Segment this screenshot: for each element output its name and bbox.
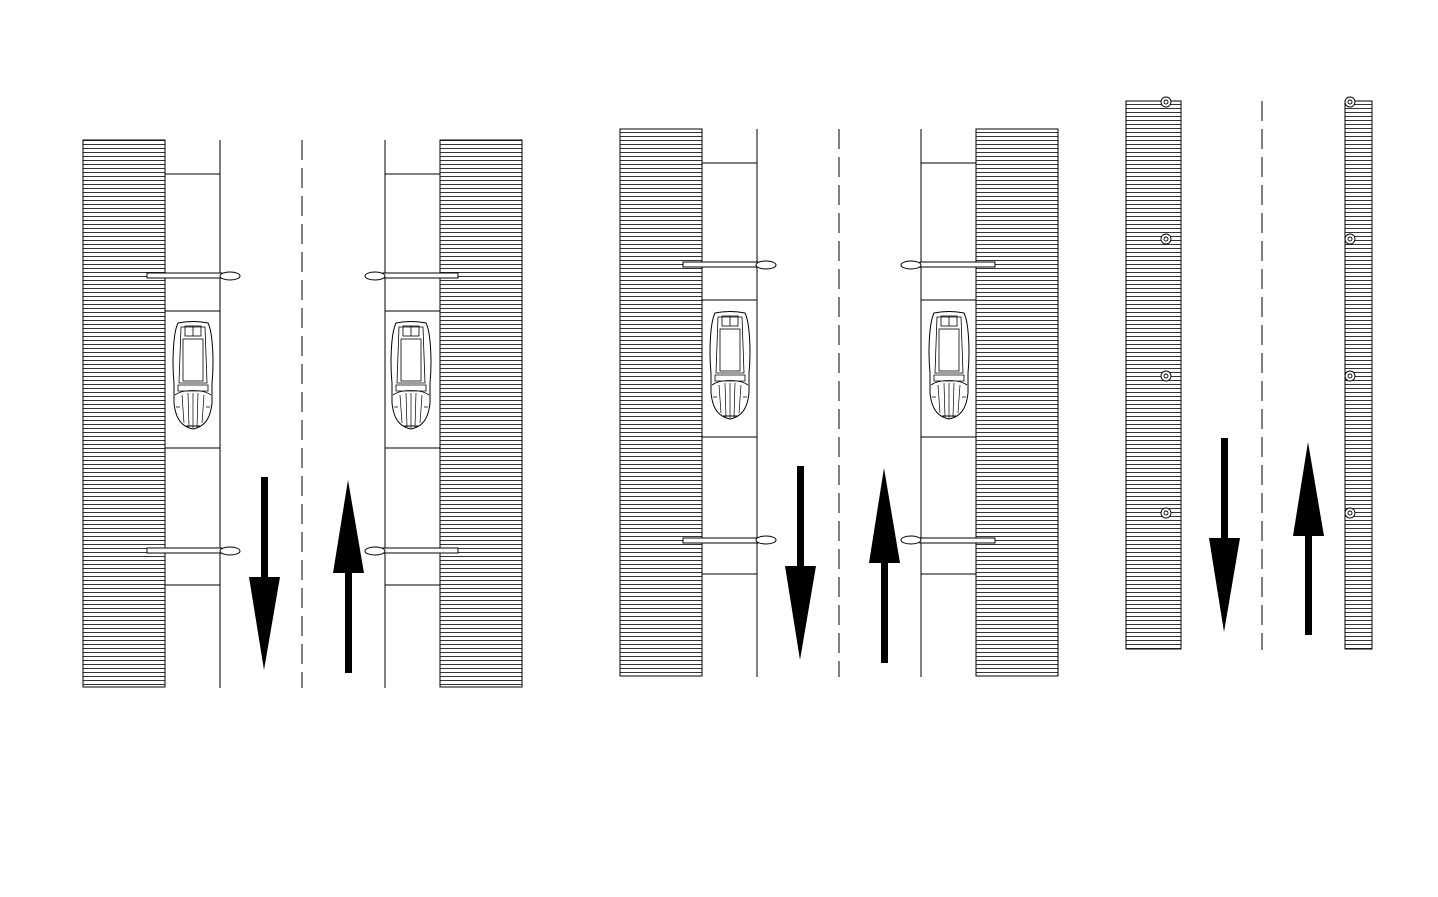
lamp-post <box>146 271 459 556</box>
sidewalk-hatch <box>975 128 1059 677</box>
direction-arrow-up <box>333 480 364 673</box>
direction-arrow-down <box>785 466 816 660</box>
parked-car <box>172 321 214 430</box>
road-plan-b <box>619 128 1059 677</box>
parked-car <box>390 321 432 430</box>
direction-arrow-down <box>249 477 280 670</box>
road-plan-a <box>82 139 523 688</box>
sidewalk-hatch <box>82 139 166 688</box>
direction-arrow-down <box>1209 438 1240 632</box>
parking-bay-lines <box>702 162 976 575</box>
tree-marker <box>1160 96 1356 519</box>
direction-arrow-up <box>1293 442 1324 635</box>
parked-car <box>709 311 751 420</box>
road-plan-c <box>1125 96 1373 650</box>
sidewalk-hatch <box>1125 100 1182 650</box>
sidewalk-hatch <box>619 128 703 677</box>
lamp-post <box>682 260 996 545</box>
sidewalk-hatch <box>439 139 523 688</box>
direction-arrow-up <box>869 468 900 663</box>
parking-bay-lines <box>165 173 440 586</box>
parked-car <box>928 311 970 420</box>
